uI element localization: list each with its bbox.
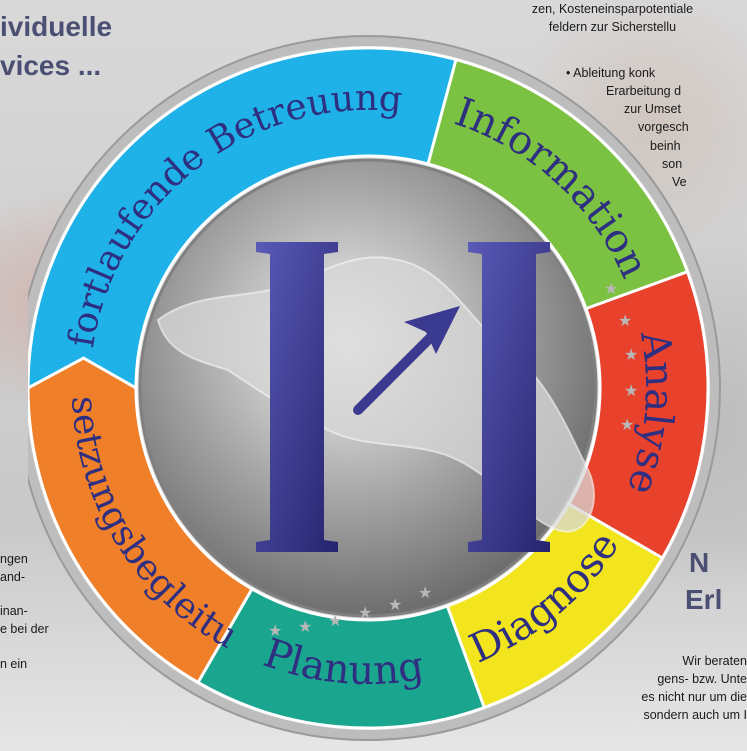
bullet-right-line: Erarbeitung d [606,84,682,99]
svg-text:★: ★ [328,611,342,630]
cycle-segment-fortlaufende-betreuung [28,46,473,390]
text-left-line: n ein [0,656,28,671]
bullet-right-line: • Ableitung konk [566,66,656,80]
text-bottom-right-line: sondern auch um I [643,708,747,723]
cycle-segments [28,46,710,730]
svg-text:★: ★ [388,595,402,614]
text-bottom-right-line: gens- bzw. Unte [657,672,747,687]
cycle-segment-umsetzungsbegleitung [28,356,255,685]
logo-letter-h [256,242,550,552]
text-left-line: ngen [0,552,28,566]
text-left: ngen and- inan- e bei der n ein [0,550,80,673]
text-left-line: and- [0,570,26,585]
bullet-right-line: Ve [672,174,687,189]
svg-text:★: ★ [268,621,282,640]
headline-right: N Erl [685,548,747,616]
headline-right-line1: N [689,548,710,578]
svg-text:★: ★ [618,311,632,330]
svg-text:★: ★ [418,583,432,602]
headline-left-line1: ividuelle [0,11,113,42]
svg-text:★: ★ [624,345,638,364]
text-top-right-line1: zen, Kosteneinsparpotentiale [531,2,694,16]
text-left-line: e bei der [0,622,49,637]
svg-text:★: ★ [620,415,634,434]
svg-text:★: ★ [624,381,638,400]
headline-left-line2: vices ... [0,49,102,81]
star-decoration: ★★★ ★★ ★★★ ★★★ [268,279,638,640]
text-bottom-right-line: es nicht nur um die [641,690,747,705]
text-left-line: inan- [0,604,28,619]
svg-text:★: ★ [358,603,372,622]
svg-text:★: ★ [298,617,312,636]
bullet-right: • Ableitung konk Erarbeitung d zur Umset… [566,64,747,191]
text-bottom-right: Wir beraten gens- bzw. Unte es nicht nur… [545,652,747,725]
text-bottom-right-line: Wir beraten [682,654,747,668]
headline-left: ividuelle vices ... [0,11,113,82]
bullet-right-line: son [662,156,683,171]
arrow-up-right-icon [353,306,460,415]
headline-right-line2: Erl [685,583,723,615]
bullet-right-line: beinh [650,138,681,153]
bullet-right-line: vorgesch [638,120,689,135]
svg-text:★: ★ [604,279,618,298]
text-top-right-line2: feldern zur Sicherstellu [548,20,677,35]
bullet-right-line: zur Umset [624,102,681,117]
text-top-right: zen, Kosteneinsparpotentiale feldern zur… [478,0,747,36]
